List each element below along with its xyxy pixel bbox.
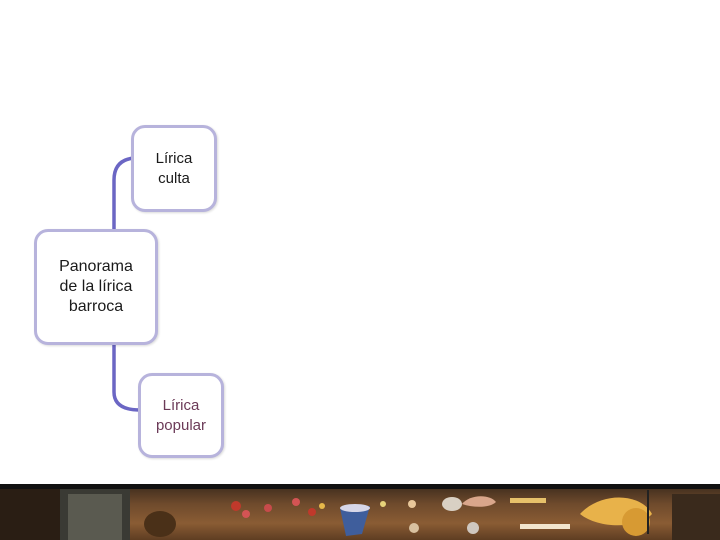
node-panorama-label: Panorama de la lírica barroca <box>59 258 133 315</box>
connector-root-to-culta <box>112 156 135 229</box>
baroque-still-life-painting <box>0 484 720 540</box>
connector-root-to-popular <box>112 345 141 412</box>
node-lirica-popular-label: Lírica popular <box>155 396 207 434</box>
node-lirica-culta: Lírica culta <box>131 125 217 212</box>
node-lirica-popular: Lírica popular <box>138 373 224 458</box>
node-panorama-root: Panorama de la lírica barroca <box>34 229 158 345</box>
footer-painting-band <box>0 484 720 540</box>
node-lirica-culta-label: Lírica culta <box>155 149 193 187</box>
